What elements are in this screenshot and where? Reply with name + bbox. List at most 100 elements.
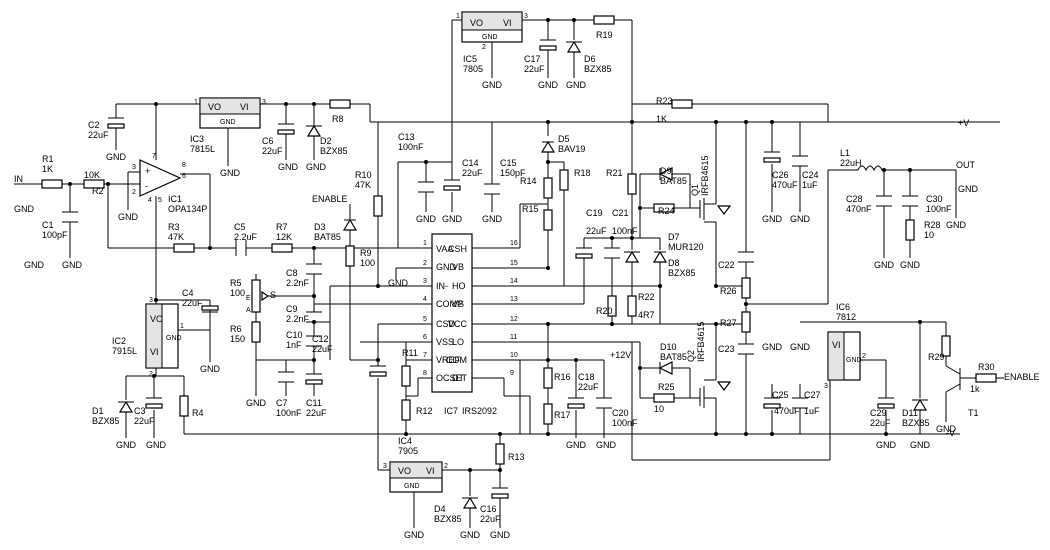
svg-text:3: 3 (383, 463, 387, 470)
svg-text:C13: C13 (398, 132, 415, 142)
svg-text:R13: R13 (508, 452, 525, 462)
svg-text:GND: GND (24, 260, 45, 270)
svg-text:IN-: IN- (436, 281, 448, 291)
svg-text:22uF: 22uF (88, 130, 109, 140)
svg-text:R17: R17 (554, 410, 571, 420)
svg-text:VO: VO (150, 314, 163, 324)
svg-text:D8: D8 (668, 258, 680, 268)
svg-text:D4: D4 (434, 504, 446, 514)
regulator-ic4: VO VI GND 3 2 IC4 7905 (383, 436, 448, 493)
svg-text:BAT85: BAT85 (660, 176, 687, 186)
svg-text:8: 8 (182, 162, 186, 169)
svg-text:13: 13 (510, 296, 518, 303)
svg-text:E: E (246, 295, 251, 302)
svg-text:OUT: OUT (956, 160, 976, 170)
svg-text:R23: R23 (656, 96, 673, 106)
svg-text:22uH: 22uH (840, 158, 862, 168)
svg-text:C21: C21 (612, 208, 629, 218)
resistor-r8 (329, 99, 351, 109)
svg-text:R27: R27 (720, 318, 737, 328)
resistors-vertical: R4 R5 100 R6 150 R9 100 R10 47K R11 R12 … (179, 168, 951, 465)
svg-text:4: 4 (148, 197, 152, 204)
svg-text:C9: C9 (286, 304, 298, 314)
resistor-r9 (345, 245, 355, 267)
svg-text:IC5: IC5 (463, 54, 477, 64)
svg-text:22uF: 22uF (480, 514, 501, 524)
svg-text:VI: VI (832, 340, 841, 350)
svg-text:IC4: IC4 (398, 436, 412, 446)
resistor-r30 (975, 373, 997, 383)
svg-text:VS: VS (452, 299, 464, 309)
svg-text:C6: C6 (262, 136, 274, 146)
svg-text:BZX85: BZX85 (320, 146, 348, 156)
svg-text:GND: GND (116, 440, 137, 450)
svg-text:VSS: VSS (436, 337, 454, 347)
svg-text:3: 3 (423, 278, 427, 285)
svg-text:GND: GND (762, 342, 783, 352)
resistors: R1 1K 10K R2 R3 47K R7 12K R8 R19 R23 1K… (41, 15, 997, 414)
svg-text:GND: GND (936, 424, 957, 434)
svg-text:22uF: 22uF (870, 418, 891, 428)
svg-text:100nF: 100nF (926, 204, 952, 214)
svg-text:VI: VI (426, 466, 435, 476)
svg-text:1uF: 1uF (802, 180, 818, 190)
svg-text:BZX85: BZX85 (902, 418, 930, 428)
svg-text:C10: C10 (286, 330, 303, 340)
svg-text:BZX85: BZX85 (668, 268, 696, 278)
svg-text:150: 150 (230, 334, 245, 344)
svg-text:7812: 7812 (836, 312, 856, 322)
svg-text:R30: R30 (978, 362, 995, 372)
resistor-r23 (671, 99, 693, 109)
regulator-ic6: VI GND 3 2 IC6 7812 (824, 302, 866, 390)
resistor-r24 (653, 203, 675, 213)
svg-text:R10: R10 (355, 170, 372, 180)
svg-text:IC3: IC3 (190, 134, 204, 144)
svg-text:CSH: CSH (448, 244, 467, 254)
svg-text:1: 1 (180, 323, 184, 330)
svg-text:BAT85: BAT85 (314, 232, 341, 242)
resistor-r2 (83, 179, 105, 189)
svg-text:C30: C30 (926, 194, 943, 204)
svg-text:GND: GND (900, 260, 921, 270)
svg-text:OCSET: OCSET (436, 373, 468, 383)
svg-text:R8: R8 (332, 114, 344, 124)
svg-text:10: 10 (654, 404, 664, 414)
svg-text:IRFB4615: IRFB4615 (700, 155, 710, 196)
svg-text:R12: R12 (416, 406, 433, 416)
svg-text:1K: 1K (656, 114, 667, 124)
svg-text:3: 3 (524, 13, 528, 20)
regulator-ic2: VO VI GND 3 2 1 IC2 7915L (112, 297, 184, 378)
resistor-r13 (495, 443, 505, 465)
resistor-r20 (607, 295, 617, 317)
svg-text:3: 3 (149, 297, 153, 304)
svg-text:C28: C28 (846, 194, 863, 204)
svg-text:22uF: 22uF (134, 416, 155, 426)
svg-text:5: 5 (423, 316, 427, 323)
svg-text:470nF: 470nF (846, 204, 872, 214)
svg-text:D5: D5 (558, 134, 570, 144)
svg-text:22uF: 22uF (306, 408, 327, 418)
svg-text:C23: C23 (718, 344, 735, 354)
svg-text:6: 6 (423, 334, 427, 341)
svg-text:D9: D9 (660, 166, 672, 176)
svg-text:IC1: IC1 (168, 194, 182, 204)
svg-text:VI: VI (503, 18, 512, 28)
svg-text:GND: GND (166, 335, 182, 342)
svg-text:1nF: 1nF (286, 340, 302, 350)
svg-text:100: 100 (230, 288, 245, 298)
svg-text:VAA: VAA (436, 244, 453, 254)
svg-text:R9: R9 (360, 248, 372, 258)
svg-text:3: 3 (824, 383, 828, 390)
resistor-r4 (179, 395, 189, 417)
svg-text:100pF: 100pF (42, 230, 68, 240)
svg-text:15: 15 (510, 260, 518, 267)
resistor-r25 (653, 393, 675, 403)
svg-text:C19: C19 (586, 208, 603, 218)
svg-text:1K: 1K (42, 164, 53, 174)
svg-text:D11: D11 (902, 408, 918, 418)
svg-text:Q1: Q1 (690, 184, 700, 196)
svg-text:22uF: 22uF (262, 146, 283, 156)
svg-text:R26: R26 (720, 286, 737, 296)
svg-text:LO: LO (452, 337, 464, 347)
svg-text:100nF: 100nF (612, 226, 638, 236)
